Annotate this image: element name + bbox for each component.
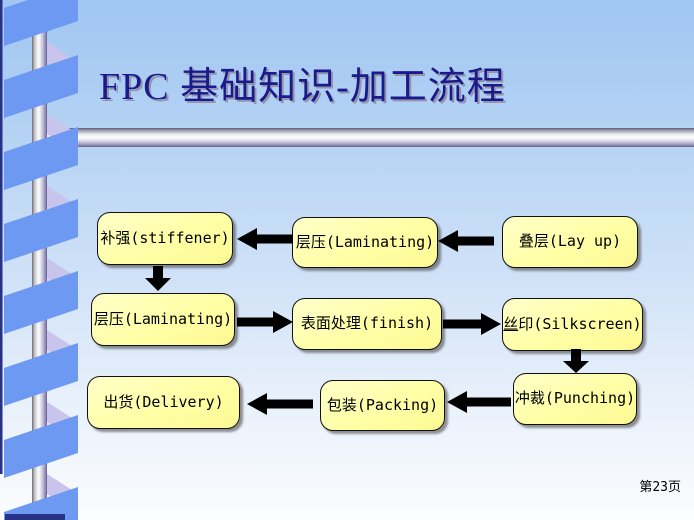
- arrow-silkscreen-to-punching: [563, 349, 589, 373]
- flow-box-punching: 冲裁(Punching): [513, 373, 637, 425]
- page-title: FPC 基础知识-加工流程: [99, 66, 506, 108]
- flow-box-lay-up: 叠层(Lay up): [502, 216, 638, 268]
- arrow-laminating-top-to-stiffener: [237, 228, 293, 250]
- flow-box-packing: 包装(Packing): [320, 380, 445, 431]
- flow-box-delivery: 出货(Delivery): [87, 376, 240, 429]
- title-underline-bar: [40, 128, 694, 147]
- flow-box-laminating-mid: 层压(Laminating): [91, 293, 235, 346]
- flow-box-stiffener: 补强(stiffener): [97, 212, 233, 265]
- flow-box-surface-finish: 表面处理(finish): [292, 298, 442, 350]
- flow-box-silkscreen: 丝印(Silkscreen): [502, 298, 643, 351]
- arrow-packing-to-delivery: [247, 393, 313, 415]
- flow-box-laminating-top: 层压(Laminating): [292, 217, 438, 268]
- arrow-laminating-mid-to-surface-finish: [237, 311, 293, 333]
- ribbon-decoration: [0, 0, 78, 520]
- arrow-surface-finish-to-silkscreen: [443, 313, 501, 335]
- arrow-punching-to-packing: [447, 391, 511, 413]
- arrow-stiffener-to-laminating-mid: [145, 266, 171, 291]
- page-number: 第23页: [639, 480, 681, 495]
- arrow-lay-up-to-laminating-top: [438, 230, 494, 252]
